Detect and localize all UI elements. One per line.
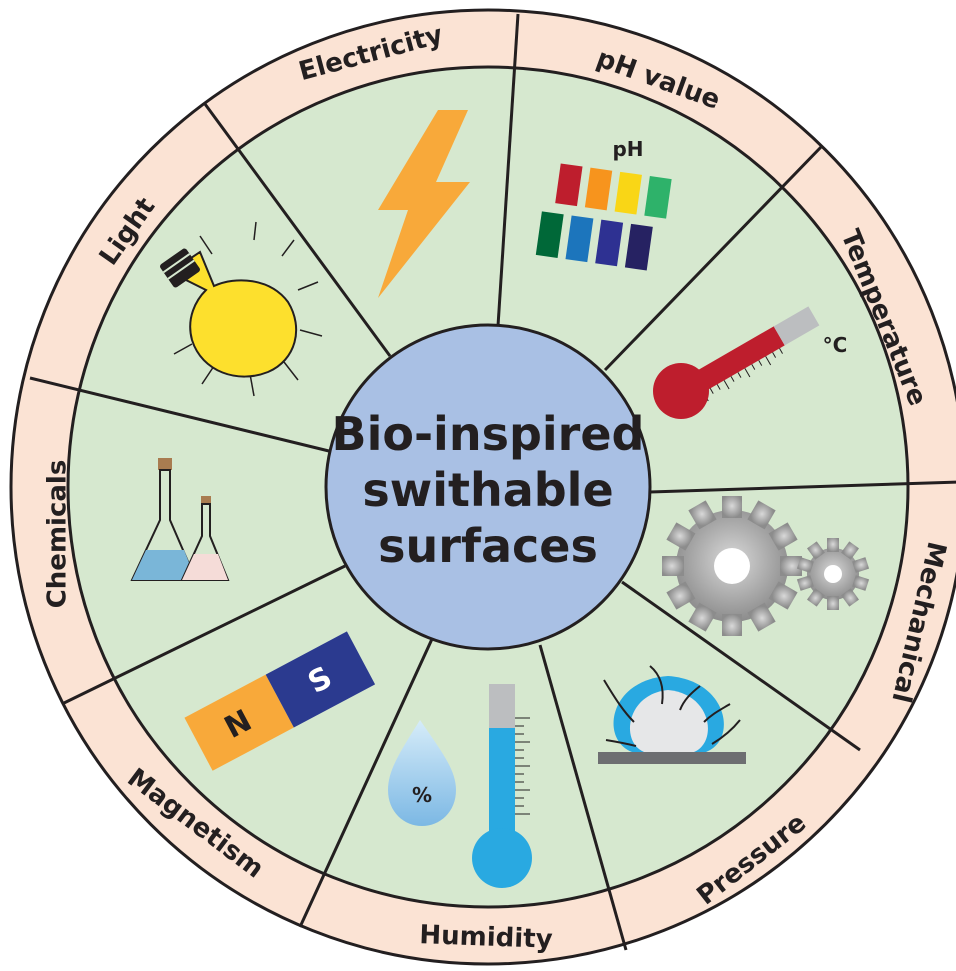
center-title-line-3: surfaces: [378, 519, 598, 573]
magnet-icon: N S: [184, 631, 376, 771]
divider-pressure-humidity: [538, 644, 628, 951]
humidity-icon: %: [388, 684, 532, 888]
divider-temperature-mechanical: [649, 480, 956, 494]
divider-humidity-magnetism: [298, 638, 434, 928]
ph-strip-label: pH: [612, 137, 643, 161]
divider-light-electricity: [203, 103, 392, 357]
ph-strips-icon: pH: [535, 137, 672, 271]
center-title-line-2: swithable: [362, 463, 613, 517]
label-chemicals: Chemicals: [43, 460, 73, 609]
thermometer-icon: °C: [653, 306, 847, 419]
divider-chemicals-light: [29, 376, 334, 454]
flasks-icon: [130, 458, 230, 581]
center-circle: [324, 323, 652, 651]
light-bulb-icon: [160, 221, 323, 397]
center-title-line-1: Bio-inspired: [332, 407, 645, 461]
temperature-unit: °C: [823, 333, 848, 357]
label-humidity: Humidity: [419, 920, 553, 955]
divider-magnetism-chemicals: [63, 564, 346, 705]
lightning-bolt-icon: [378, 110, 470, 298]
segment-dividers: [29, 13, 956, 951]
gears-icon: [662, 496, 870, 636]
pressure-icon: [598, 665, 746, 764]
divider-mechanical-pressure: [621, 580, 861, 752]
divider-electricity-ph: [496, 13, 520, 327]
divider-ph-temperature: [603, 144, 824, 372]
humidity-percent-symbol: %: [412, 783, 432, 807]
